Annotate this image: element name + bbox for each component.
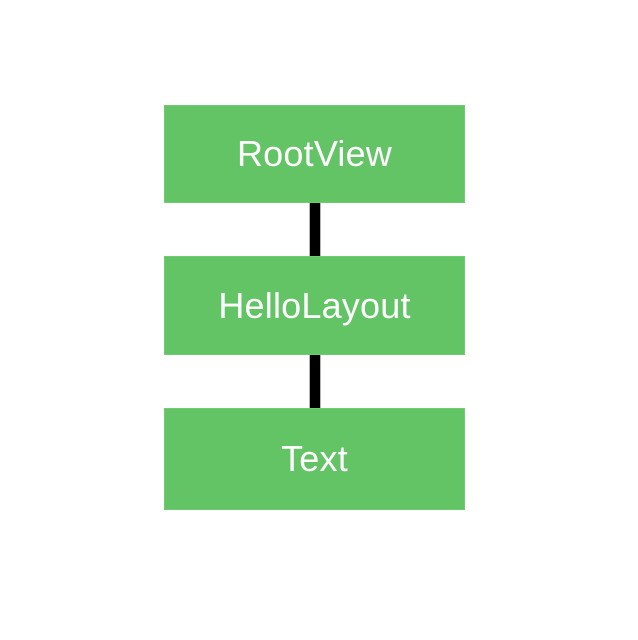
node-text[interactable]: Text <box>164 408 465 510</box>
edge-rootview-to-hellolayout <box>310 200 320 260</box>
node-text-label: Text <box>281 438 348 479</box>
node-hellolayout-label: HelloLayout <box>218 284 411 326</box>
edge-hellolayout-to-text <box>310 352 320 412</box>
node-rootview-label: RootView <box>236 133 393 174</box>
node-hellolayout[interactable]: HelloLayout <box>164 256 465 355</box>
node-rootview[interactable]: RootView <box>164 105 465 203</box>
